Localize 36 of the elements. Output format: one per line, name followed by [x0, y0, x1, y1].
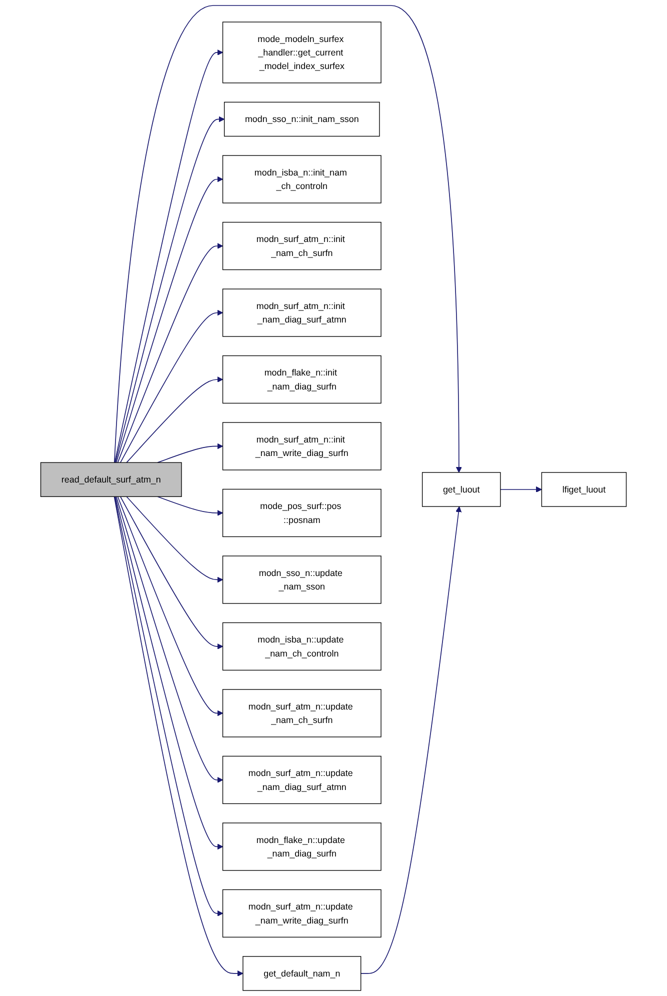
arrow — [360, 506, 462, 974]
node-box: modn_surf_atm_n::init _nam_diag_surf_atmn — [222, 288, 382, 337]
arrow — [117, 242, 224, 463]
node-box: get_luout — [422, 472, 501, 507]
arrow — [114, 496, 244, 976]
arrow — [115, 116, 225, 463]
arrow — [157, 496, 224, 516]
node-box: mode_pos_surf::pos ::posnam — [222, 488, 382, 538]
arrow — [114, 496, 224, 916]
node-box: modn_flake_n::update _nam_diag_surfn — [222, 822, 382, 871]
node-box: modn_surf_atm_n::init _nam_write_diag_surfn — [222, 422, 382, 470]
arrow — [126, 496, 224, 583]
arrow — [500, 486, 542, 493]
arrow — [116, 496, 224, 783]
node-box: modn_isba_n::init_nam _ch_controln — [222, 155, 382, 204]
node-box: modn_surf_atm_n::update _nam_write_diag_surfn — [222, 889, 382, 938]
node-box: modn_surf_atm_n::update _nam_ch_surfn — [222, 689, 382, 738]
node-box: modn_isba_n::update _nam_ch_controln — [222, 622, 382, 671]
node-box: get_default_nam_n — [242, 956, 362, 991]
node-box: mode_modeln_surfex _handler::get_current _model_index_surfex — [222, 22, 382, 84]
arrow — [116, 176, 224, 463]
arrow — [120, 310, 224, 463]
node-box: modn_sso_n::init_nam_sson — [224, 102, 380, 137]
node-box: modn_flake_n::init _nam_diag_surfn — [222, 355, 382, 404]
arrow — [117, 496, 224, 716]
arrow — [114, 49, 224, 463]
node-box: lfiget_luout — [541, 472, 627, 507]
node-box: modn_surf_atm_n::update _nam_diag_surf_atmn — [222, 756, 382, 804]
node-box: modn_surf_atm_n::init _nam_ch_surfn — [222, 222, 382, 270]
arrow — [114, 5, 462, 473]
node-box: modn_sso_n::update _nam_sson — [222, 556, 382, 604]
arrow — [157, 443, 224, 463]
arrow — [120, 496, 224, 650]
arrow — [126, 376, 224, 463]
node-box: read_default_surf_atm_n — [40, 462, 182, 497]
arrow — [114, 496, 224, 850]
